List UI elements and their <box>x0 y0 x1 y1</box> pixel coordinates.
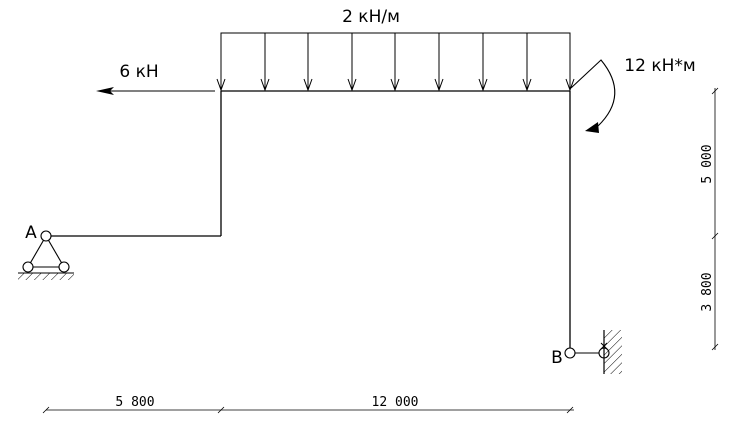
horizontal-force-arrowhead <box>96 87 114 95</box>
udl-arrow-head <box>303 78 313 92</box>
dimension-right <box>711 87 719 351</box>
support-a-ground-hatch <box>18 273 74 280</box>
distributed-load <box>216 32 575 92</box>
dimension-right-tick-3 <box>711 343 719 351</box>
dimension-right-lower: 3 800 <box>700 272 715 311</box>
udl-arrow-head <box>216 78 226 92</box>
moment-load <box>570 59 616 133</box>
support-a-hinge-left <box>22 261 34 273</box>
dimension-right-tick-1 <box>711 87 719 95</box>
dimension-right-upper: 5 000 <box>700 144 715 183</box>
distributed-load-arrows <box>216 33 575 92</box>
dimension-bottom-tick-2 <box>217 406 225 414</box>
support-a-label: A <box>25 223 37 243</box>
dimension-bottom <box>42 406 574 414</box>
horizontal-force-label: 6 кН <box>119 62 158 82</box>
dimension-bottom-tick-1 <box>42 406 50 414</box>
support-a <box>18 230 74 280</box>
support-a-hinge-top <box>40 230 52 242</box>
dimension-bottom-left: 5 800 <box>115 395 154 410</box>
udl-arrow-head <box>390 78 400 92</box>
horizontal-force <box>96 87 215 95</box>
moment-arrowhead <box>585 122 599 133</box>
support-b-tick-2 <box>600 342 608 350</box>
udl-arrow-head <box>260 78 270 92</box>
support-a-bar-right <box>45 235 65 268</box>
support-b <box>564 330 622 374</box>
udl-arrow-head <box>565 78 575 92</box>
frame-members <box>46 90 571 353</box>
dimension-bottom-tick-3 <box>566 406 574 414</box>
dimension-right-tick-2 <box>711 232 719 240</box>
support-a-bar-left <box>27 235 47 268</box>
udl-arrow-head <box>522 78 532 92</box>
support-b-wall-hatch <box>604 330 622 374</box>
moment-label: 12 кН*м <box>624 56 695 76</box>
udl-arrow-head <box>347 78 357 92</box>
support-b-hinge-left <box>564 347 576 359</box>
dimension-bottom-right: 12 000 <box>372 395 419 410</box>
udl-arrow-head <box>478 78 488 92</box>
support-a-hinge-right <box>58 261 70 273</box>
distributed-load-label: 2 кН/м <box>342 7 400 27</box>
support-b-label: B <box>551 348 563 368</box>
udl-arrow-head <box>434 78 444 92</box>
moment-arc <box>570 59 616 127</box>
